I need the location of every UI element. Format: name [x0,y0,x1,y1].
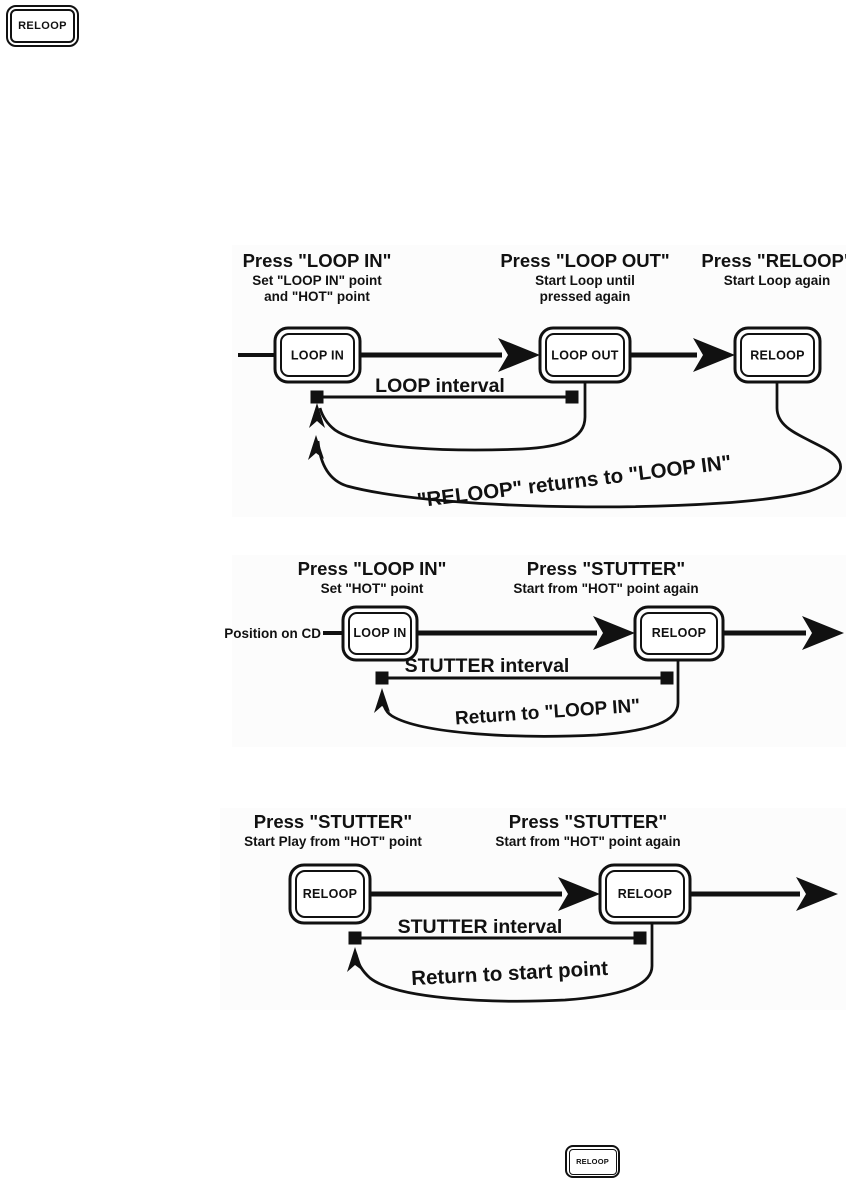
loop-out-node: LOOP OUT [538,326,632,384]
header-loop-out: Press "LOOP OUT" Start Loop until presse… [500,250,669,304]
diagram-subtitle: Set "HOT" point [321,581,424,596]
diagram-title: Press "RELOOP" [701,250,846,271]
diagram-subtitle: Start Play from "HOT" point [244,834,422,849]
interval-marker [375,671,389,685]
header-loop-in: Press "LOOP IN" Set "LOOP IN" point and … [243,250,392,304]
interval-marker [660,671,674,685]
arrow-right-icon [593,616,635,650]
interval-marker [565,390,579,404]
diagram-subtitle: Start from "HOT" point again [513,581,698,596]
interval-label: STUTTER interval [398,916,563,938]
diagram-title: Press "STUTTER" [254,811,412,832]
diagram-background [232,555,846,747]
reloop-key-label: RELOOP [10,9,75,43]
reloop-return-arc [316,382,842,509]
loop-flow-diagram: Press "LOOP IN" Set "LOOP IN" point and … [232,245,846,517]
arrow-right-icon [498,338,540,372]
diagram-subtitle: Start from "HOT" point again [495,834,680,849]
return-arc [354,923,654,1003]
header-loop-in: Press "LOOP IN" Set "HOT" point [298,558,447,596]
header-stutter-2: Press "STUTTER" Start from "HOT" point a… [495,811,680,849]
arrow-up-icon [347,947,363,972]
reloop-node: RELOOP [633,605,725,662]
loop-return-arc [318,382,587,452]
diagram-subtitle: and "HOT" point [264,289,370,304]
arrow-right-icon [693,338,735,372]
reloop-key-illustration-small: RELOOP [565,1145,620,1178]
node-label: RELOOP [618,887,673,901]
node-label: LOOP OUT [551,349,619,363]
interval-marker [348,931,362,945]
header-reloop: Press "RELOOP" Start Loop again [701,250,846,288]
interval-marker [633,931,647,945]
loop-in-node: LOOP IN [341,605,419,662]
diagram-title: Press "STUTTER" [509,811,667,832]
diagram-subtitle: Start Loop until [535,273,635,288]
header-stutter-1: Press "STUTTER" Start Play from "HOT" po… [244,811,422,849]
arrow-up-icon [374,688,390,713]
diagram-title: Press "LOOP IN" [243,250,392,271]
diagram-title: Press "LOOP OUT" [500,250,669,271]
node-label: LOOP IN [291,349,344,363]
interval-label: LOOP interval [375,375,505,397]
diagram-subtitle: Set "LOOP IN" point [252,273,382,288]
node-label: RELOOP [652,626,707,640]
arrow-right-icon [796,877,838,911]
arrow-up-icon [309,403,325,428]
node-label: RELOOP [750,349,805,363]
reloop-node-start: RELOOP [288,863,372,925]
stutter-set-diagram: Press "LOOP IN" Set "HOT" point Press "S… [224,555,846,747]
diagram-title: Press "STUTTER" [527,558,685,579]
arrow-right-icon [802,616,844,650]
position-on-cd-label: Position on CD [224,626,321,641]
header-stutter: Press "STUTTER" Start from "HOT" point a… [513,558,698,596]
interval-label: STUTTER interval [405,655,570,677]
loop-in-node: LOOP IN [273,326,362,384]
diagram-title: Press "LOOP IN" [298,558,447,579]
reloop-key-illustration: RELOOP [6,5,79,47]
arrow-right-icon [558,877,600,911]
diagram-subtitle: pressed again [540,289,631,304]
node-label: RELOOP [303,887,358,901]
stutter-repeat-diagram: Press "STUTTER" Start Play from "HOT" po… [220,808,846,1010]
diagram-subtitle: Start Loop again [724,273,831,288]
interval-marker [310,390,324,404]
return-arc [380,660,680,738]
arrow-up-icon [308,435,324,460]
reloop-node-again: RELOOP [598,863,692,925]
reloop-node: RELOOP [733,326,822,384]
reloop-key-label: RELOOP [568,1148,617,1175]
node-label: LOOP IN [353,626,406,640]
